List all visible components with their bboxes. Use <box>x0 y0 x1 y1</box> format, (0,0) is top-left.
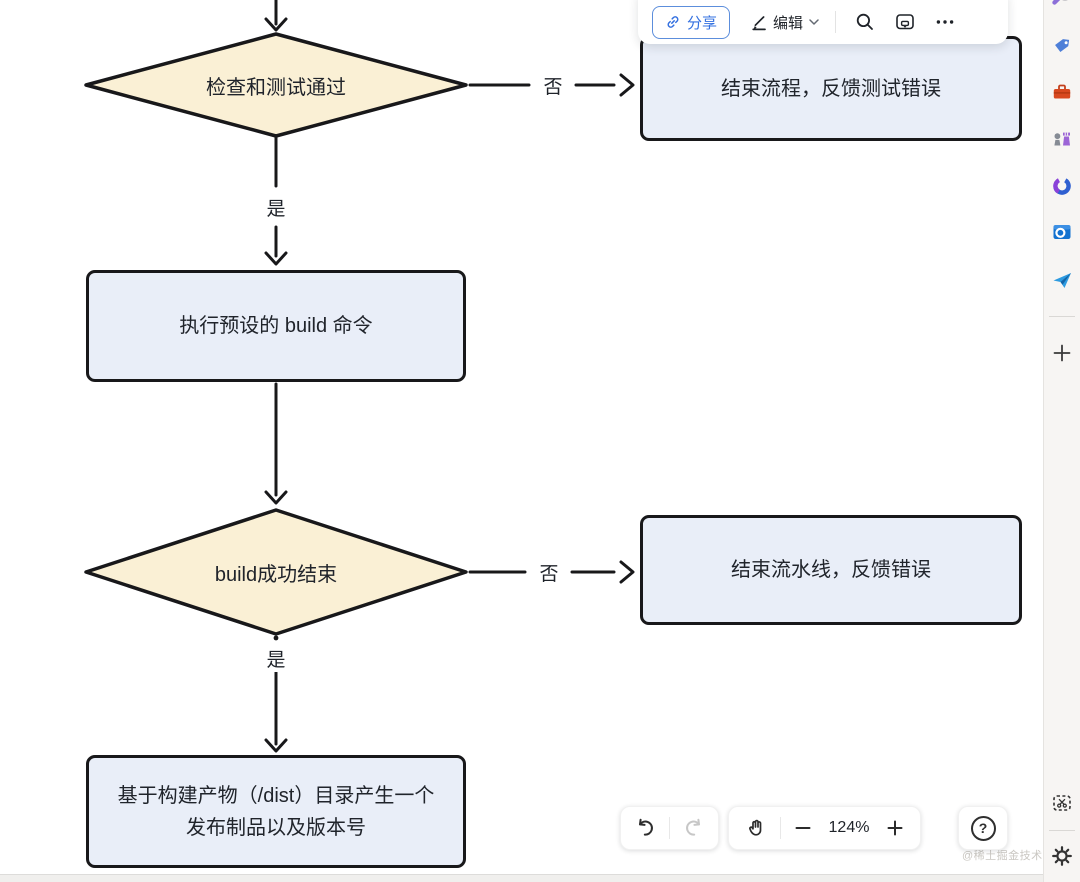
help-toolbar: ? <box>958 806 1008 850</box>
share-label: 分享 <box>687 14 718 32</box>
edge-build-to-decision <box>264 382 288 505</box>
plus-icon <box>887 820 903 836</box>
decision-diamond-build-success[interactable] <box>84 508 468 636</box>
minus-icon <box>795 827 811 829</box>
outlook-icon <box>1053 225 1071 239</box>
node-run-build[interactable]: 执行预设的 build 命令 <box>86 270 466 382</box>
node-label: 结束流程，反馈测试错误 <box>721 77 941 100</box>
node-create-artifact[interactable]: 基于构建产物（/dist）目录产生一个发布制品以及版本号 <box>86 755 466 868</box>
sidebar-tools-button[interactable] <box>1051 81 1073 103</box>
chevron-down-icon <box>809 18 819 26</box>
edit-button[interactable]: 编辑 <box>750 12 819 33</box>
zoom-out-button[interactable] <box>786 809 820 847</box>
node-label: 结束流水线，反馈错误 <box>731 559 931 581</box>
edge-entry-arrow <box>264 0 288 32</box>
pencil-icon <box>750 14 767 31</box>
zoom-level[interactable]: 124% <box>828 819 870 836</box>
toolbox-icon <box>1053 84 1071 99</box>
sidebar-settings-button[interactable] <box>1051 845 1073 867</box>
undo-icon <box>639 818 653 836</box>
edge-yes-2 <box>264 635 288 753</box>
comment-button[interactable] <box>890 7 920 37</box>
node-label: 基于构建产物（/dist）目录产生一个发布制品以及版本号 <box>117 784 435 839</box>
bottom-edge-band <box>0 874 1043 882</box>
zoom-toolbar: 124% <box>728 806 921 850</box>
pan-tool-button[interactable] <box>737 809 775 847</box>
tag-icon <box>1055 39 1070 53</box>
toolbar-divider <box>835 11 837 33</box>
sidebar-collections-button[interactable] <box>1051 35 1073 57</box>
undo-button[interactable] <box>626 809 664 847</box>
hand-icon <box>749 819 762 836</box>
browser-sidebar <box>1043 0 1080 882</box>
top-toolbar: 分享 编辑 <box>638 0 1008 44</box>
decision-label-build-success[interactable]: build成功结束 <box>214 563 338 586</box>
toolbar-divider <box>669 817 670 839</box>
decision-label-check-tests[interactable]: 检查和测试通过 <box>206 76 346 99</box>
chess-pieces-icon <box>1054 132 1070 146</box>
node-end-test-error[interactable]: 结束流程，反馈测试错误 <box>640 36 1022 141</box>
sidebar-divider <box>1049 316 1075 317</box>
watermark: @稀土掘金技术社区 <box>962 850 1066 862</box>
edge-no-1 <box>468 73 635 97</box>
share-button[interactable]: 分享 <box>652 5 731 39</box>
edge-label-yes-1: 是 <box>260 193 292 221</box>
edge-label-no-1: 否 <box>537 71 569 99</box>
edit-label: 编辑 <box>773 14 804 32</box>
link-icon <box>665 14 681 30</box>
node-label: 执行预设的 build 命令 <box>179 315 373 337</box>
undo-redo-toolbar <box>620 806 719 850</box>
comment-icon <box>896 14 914 30</box>
help-button[interactable]: ? <box>964 809 1002 847</box>
search-partial-icon <box>1052 0 1068 5</box>
search-icon <box>856 13 873 30</box>
microsoft-365-icon <box>1053 177 1071 195</box>
sidebar-divider <box>1049 830 1075 831</box>
edge-label-yes-2: 是 <box>260 644 292 672</box>
sidebar-messenger-button[interactable] <box>1051 269 1073 291</box>
more-button[interactable] <box>930 7 960 37</box>
sidebar-office-button[interactable] <box>1051 175 1073 197</box>
sidebar-snip-button[interactable] <box>1051 792 1073 814</box>
redo-button[interactable] <box>675 809 713 847</box>
sidebar-search-button[interactable] <box>1051 0 1073 13</box>
plus-icon <box>1053 344 1071 362</box>
sidebar-add-button[interactable] <box>1051 342 1073 364</box>
sidebar-outlook-button[interactable] <box>1051 221 1073 243</box>
flowchart-graphics <box>84 0 635 880</box>
edge-label-no-2: 否 <box>533 558 565 586</box>
sidebar-games-button[interactable] <box>1051 128 1073 150</box>
paper-plane-icon <box>1053 273 1071 288</box>
search-button[interactable] <box>850 7 880 37</box>
zoom-in-button[interactable] <box>878 809 912 847</box>
edge-yes-1 <box>264 135 288 266</box>
gear-icon <box>1052 846 1072 866</box>
toolbar-divider <box>780 817 781 839</box>
redo-icon <box>686 818 700 836</box>
node-end-pipeline-error[interactable]: 结束流水线，反馈错误 <box>640 515 1022 625</box>
ellipsis-icon <box>936 20 954 24</box>
edge-no-2 <box>468 560 635 584</box>
question-icon: ? <box>970 815 996 841</box>
screenshot-scissors-icon <box>1053 795 1071 811</box>
